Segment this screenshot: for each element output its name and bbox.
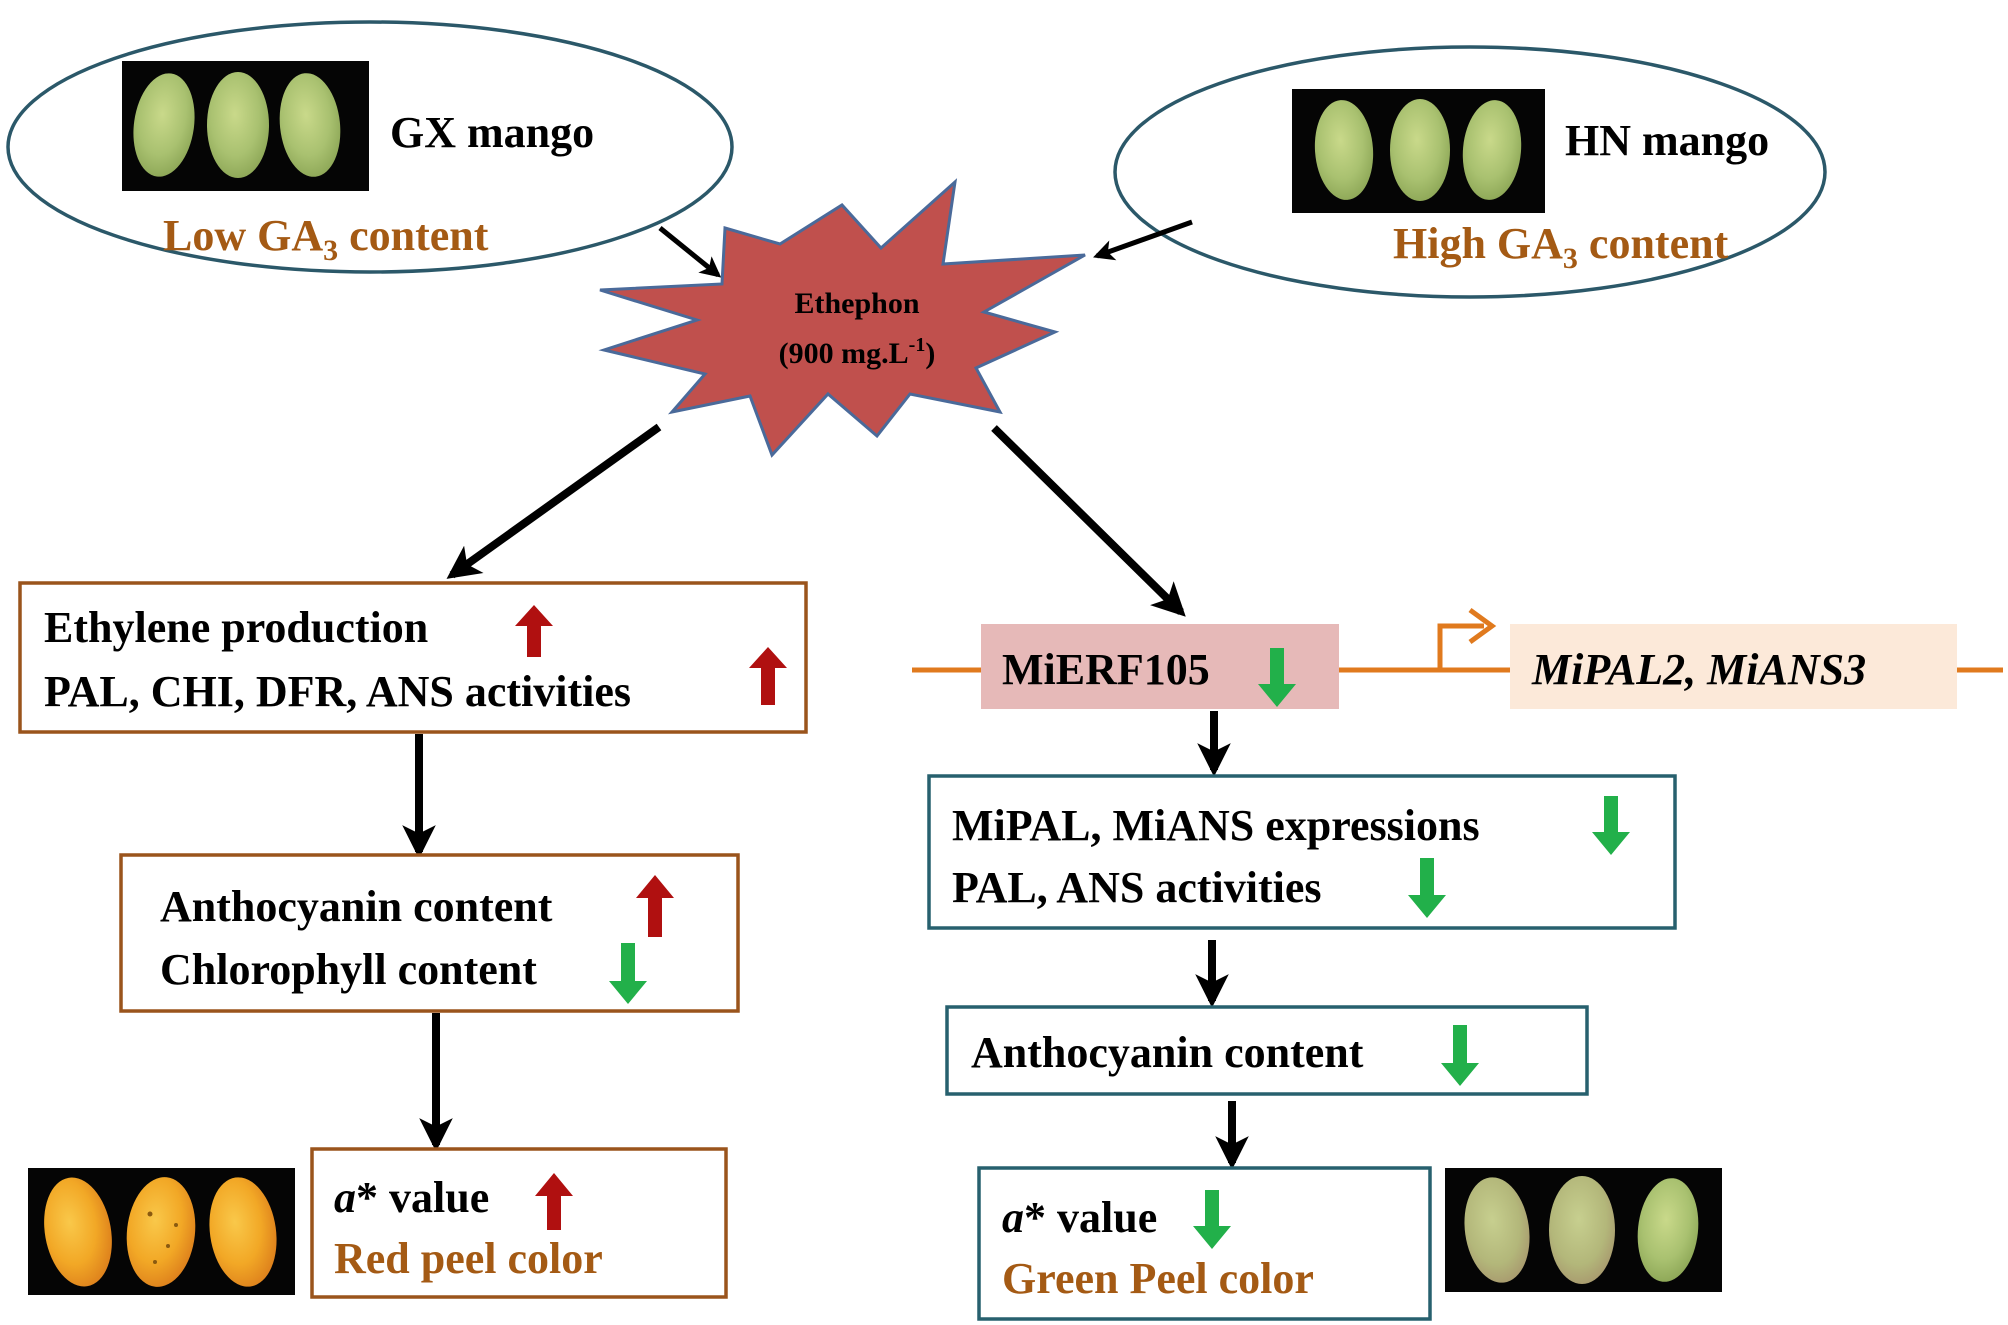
down-arrow-icon [1408, 858, 1446, 918]
hn-ga3-label: High GA3 content [1393, 219, 1729, 275]
up-arrow-icon [636, 875, 674, 937]
down-arrow-icon [1193, 1190, 1231, 1249]
gx-ga3-label: Low GA3 content [163, 211, 489, 267]
right-box1-line1: MiPAL, MiANS expressions [952, 801, 1480, 850]
down-arrow-icon [1258, 648, 1296, 707]
right-box-2: Anthocyanin content [945, 1005, 1589, 1096]
target-genes-box [1510, 624, 1957, 709]
target-genes-label: MiPAL2, MiANS3 [1531, 645, 1866, 694]
hn-mango-group: HN mango High GA3 content [1113, 45, 1827, 299]
up-arrow-icon [535, 1173, 573, 1230]
gx-mango-label: GX mango [390, 108, 594, 157]
right-box1-line2: PAL, ANS activities [952, 863, 1322, 912]
left-box-2: Anthocyanin content Chlorophyll content [119, 853, 740, 1013]
arrow-ethephon-to-left [446, 423, 662, 579]
gx-mango-group: GX mango Low GA3 content [6, 20, 734, 274]
left-box3-line1: a* value [334, 1173, 489, 1222]
ethephon-label: Ethephon [794, 287, 919, 320]
gx-mango-photo [122, 61, 369, 191]
gene-regulation-row: MiERF105 MiPAL2, MiANS3 [912, 607, 2003, 709]
right-box-3: a* value Green Peel color [977, 1166, 1432, 1321]
ethephon-burst: Ethephon (900 mg.L-1) [598, 178, 1086, 458]
left-box2-line2: Chlorophyll content [160, 945, 537, 994]
hn-mango-photo [1292, 89, 1545, 213]
up-arrow-icon [749, 647, 787, 705]
hn-mango-label: HN mango [1565, 116, 1769, 165]
ethephon-star-shape [598, 178, 1086, 458]
left-box2-line1: Anthocyanin content [160, 882, 553, 931]
left-box1-line1: Ethylene production [44, 603, 428, 652]
up-arrow-icon [515, 605, 553, 657]
arrow-gx-to-ethephon [658, 226, 722, 278]
left-result-mango-photo [28, 1168, 295, 1295]
right-result-mango-photo [1445, 1168, 1722, 1292]
arrow-ethephon-to-right [991, 425, 1186, 617]
right-box2-line1: Anthocyanin content [971, 1028, 1364, 1077]
promoter-arrow-head [1468, 607, 1497, 645]
promoter-arrow-icon [1437, 623, 1484, 670]
ethephon-dose: (900 mg.L-1) [779, 334, 936, 370]
right-box-1: MiPAL, MiANS expressions PAL, ANS activi… [927, 774, 1677, 930]
hn-ellipse [1113, 45, 1827, 299]
gx-ellipse [6, 20, 734, 274]
left-box3-line2: Red peel color [334, 1234, 603, 1283]
left-box1-line2: PAL, CHI, DFR, ANS activities [44, 667, 631, 716]
down-arrow-icon [1592, 796, 1630, 855]
right-box3-line2: Green Peel color [1002, 1254, 1314, 1303]
down-arrow-icon [1441, 1025, 1479, 1086]
arrow-hn-to-ethephon [1093, 219, 1193, 261]
left-box-1: Ethylene production PAL, CHI, DFR, ANS a… [18, 581, 808, 734]
left-box-3: a* value Red peel color [310, 1147, 728, 1299]
gene-label: MiERF105 [1002, 645, 1210, 694]
down-arrow-icon [609, 943, 647, 1004]
right-box3-line1: a* value [1002, 1193, 1157, 1242]
